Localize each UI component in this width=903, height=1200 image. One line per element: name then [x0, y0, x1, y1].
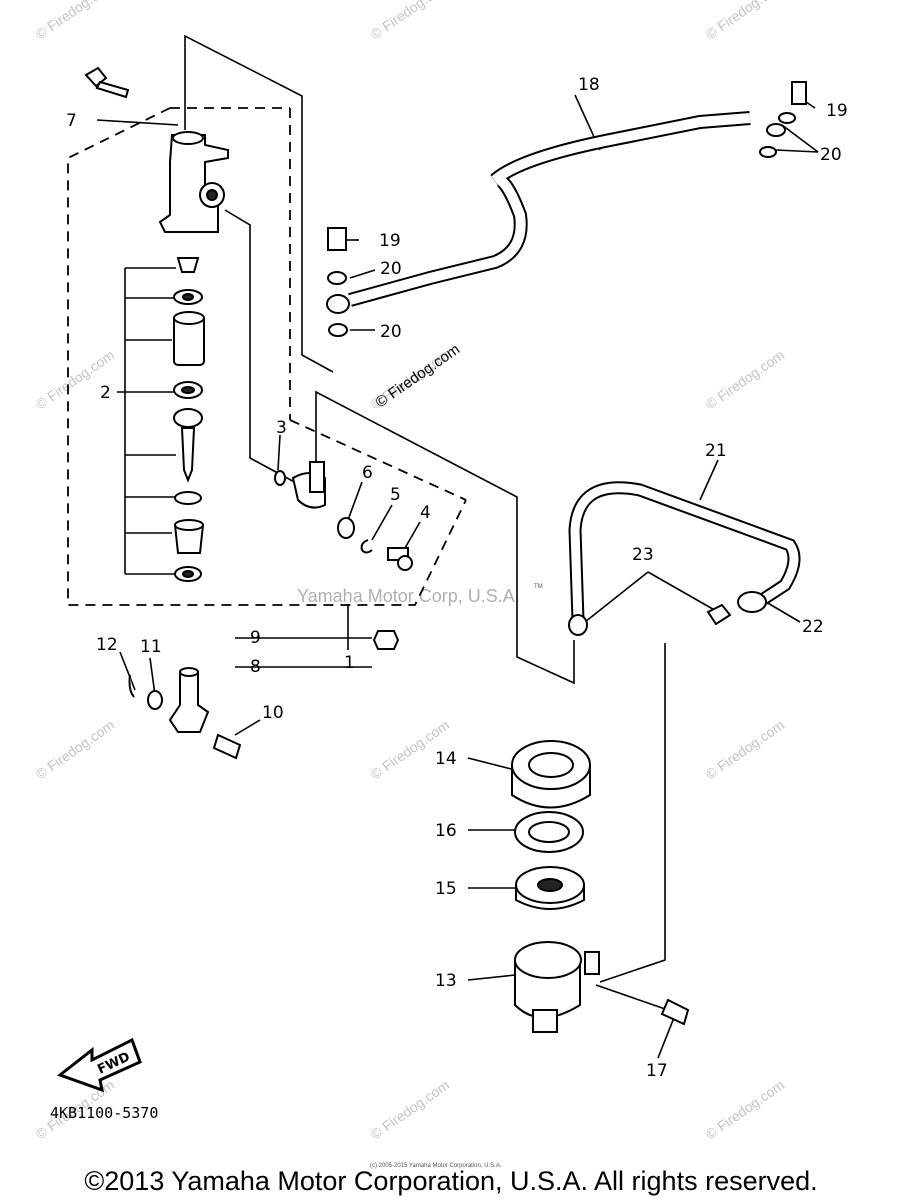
watermark-dark: © Firedog.com: [373, 341, 464, 411]
callout-2: 2: [100, 383, 111, 403]
callout-16: 16: [435, 821, 457, 841]
watermark: © Firedog.com: [703, 0, 788, 42]
reservoir-parts: [511, 740, 690, 1033]
callout-14: 14: [435, 749, 457, 769]
small-copyright: (c) 2005-2015 Yamaha Motor Corporation, …: [370, 1163, 502, 1169]
master-cylinder-body: [158, 131, 229, 233]
callout-6: 6: [362, 463, 373, 483]
callout-19-left: 19: [379, 231, 401, 251]
callout-12: 12: [96, 635, 118, 655]
watermark: © Firedog.com: [368, 1077, 453, 1143]
callout-15: 15: [435, 879, 457, 899]
internal-parts: [173, 257, 205, 582]
callout-10: 10: [262, 703, 284, 723]
copyright-notice: ©2013 Yamaha Motor Corporation, U.S.A. A…: [84, 1166, 817, 1196]
callout-3: 3: [276, 418, 287, 438]
callout-20-right: 20: [820, 145, 842, 165]
callout-13: 13: [435, 971, 457, 991]
fwd-arrow-icon: FWD: [56, 1037, 142, 1093]
watermark: © Firedog.com: [703, 1077, 788, 1143]
callout-20-upper: 20: [380, 259, 402, 279]
watermark: © Firedog.com: [33, 0, 118, 42]
hose-fitting-parts: [274, 461, 413, 571]
watermark-center: Yamaha Motor Corp, U.S.A.: [297, 586, 520, 606]
callout-9: 9: [250, 628, 261, 648]
callout-5: 5: [390, 485, 401, 505]
clevis-parts: [128, 630, 400, 760]
brake-hose-18: [326, 81, 807, 337]
watermark: © Firedog.com: [33, 717, 118, 783]
callout-21: 21: [705, 441, 727, 461]
watermark: © Firedog.com: [703, 717, 788, 783]
callout-22: 22: [802, 617, 824, 637]
watermark-tm: TM: [534, 584, 543, 590]
watermark: © Firedog.com: [368, 0, 453, 42]
callout-23: 23: [632, 545, 654, 565]
reference-code: 4KB1100-5370: [50, 1104, 158, 1122]
callout-11: 11: [140, 637, 162, 657]
callout-1: 1: [344, 653, 355, 673]
callout-8: 8: [250, 657, 261, 677]
reservoir-hose-21: [568, 481, 801, 636]
callout-7: 7: [66, 111, 77, 131]
callout-18: 18: [578, 75, 600, 95]
callout-4: 4: [420, 503, 431, 523]
bolt-7: [84, 66, 130, 99]
callouts: 1 2 3 4 5 6 7 8 9 10 11 12 13 14 15 16 1…: [66, 75, 848, 1081]
watermarks: © Firedog.com © Firedog.com © Firedog.co…: [33, 0, 788, 1142]
watermark: © Firedog.com: [703, 347, 788, 413]
callout-19-right: 19: [826, 101, 848, 121]
callout-17: 17: [646, 1061, 668, 1081]
callout-20-lower: 20: [380, 322, 402, 342]
assembly-outline: [67, 107, 467, 606]
